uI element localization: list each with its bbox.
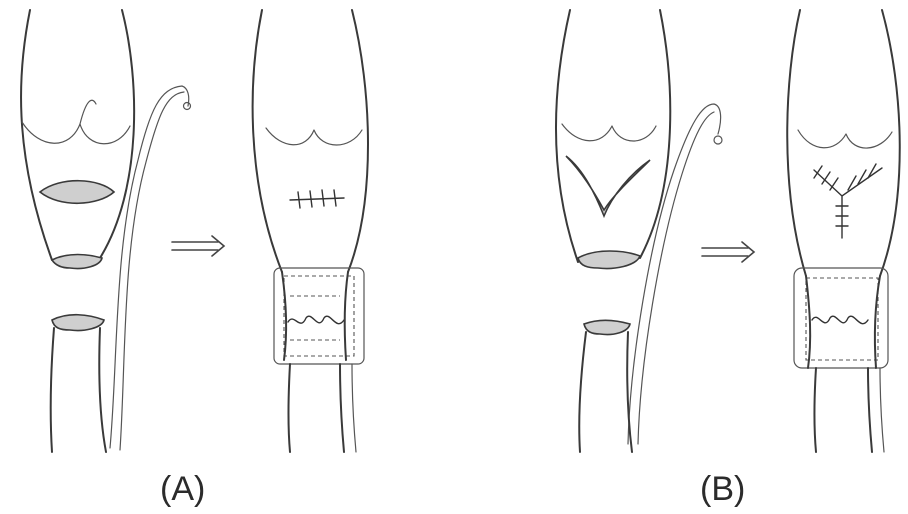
panel-a-stomach-before-right-wall <box>100 10 134 258</box>
panel-a-wrap-inner <box>284 276 354 356</box>
panel-b-after-tube <box>880 368 884 452</box>
panel-a-stomach-before-fold-tip <box>80 100 96 124</box>
panel-b-wrap-outer <box>794 268 888 368</box>
panel-b-anastomosis-suture <box>812 316 868 323</box>
panel-a-upper-cut-edge <box>52 255 102 269</box>
panel-a-wrap-dashes <box>290 296 340 340</box>
panel-a-lower-segment-left <box>51 328 54 452</box>
panel-b-lower-segment-left <box>579 332 586 452</box>
panel-a-after-lower-left <box>289 364 291 452</box>
panel-a-arrow-head <box>212 236 224 256</box>
panel-a-after-right-join <box>345 272 348 360</box>
panel-b-after-right-wall <box>880 10 900 276</box>
panel-b-after-lower-right <box>868 368 872 452</box>
panel-b-upper-cut-edge <box>578 251 640 269</box>
panel-a-lower-segment-before <box>51 315 106 452</box>
panel-b-stomach-before-right-wall <box>640 10 670 258</box>
panel-b-stomach-before <box>556 10 670 269</box>
panel-b-lower-cut-edge <box>584 320 630 334</box>
panel-b-after-fold <box>798 130 892 148</box>
panel-b-after-right-join <box>875 276 880 368</box>
panel-b-stomach-after <box>787 10 900 452</box>
panel-a-lower-cut-edge <box>52 315 104 331</box>
panel-b-y-suture-line <box>814 168 882 238</box>
panel-a: (A) <box>21 10 368 508</box>
panel-a-after-fold <box>266 128 362 145</box>
panel-b-after-lower-left <box>815 368 817 452</box>
panel-a-after-lower-right <box>340 364 344 452</box>
panel-a-label: (A) <box>160 470 205 508</box>
panel-b-y-suture-stitches <box>814 164 876 226</box>
panel-b-stomach-before-fold <box>562 124 656 141</box>
panel-a-stomach-before <box>21 10 134 269</box>
panel-b-wrap-inner <box>806 278 878 360</box>
panel-b-tube-line-2 <box>638 112 714 444</box>
panel-b-after-left-join <box>806 276 810 368</box>
panel-b-label: (B) <box>700 470 745 508</box>
panel-b-tube <box>628 104 722 444</box>
panel-b-v-incision <box>566 156 650 216</box>
panel-a-wrap-outer <box>274 268 364 364</box>
panel-a-tube-tip <box>184 103 191 110</box>
panel-a-tube-line-2 <box>120 92 184 450</box>
panel-a-after-tube <box>352 364 356 452</box>
panel-a-tube <box>110 86 191 450</box>
panel-b-lower-segment-before <box>579 320 632 452</box>
panel-b: (B) <box>556 10 900 508</box>
panel-a-lenticular-incision <box>40 181 114 204</box>
panel-b-arrow <box>702 242 754 262</box>
panel-a-tube-line-1 <box>110 86 189 448</box>
panel-b-after-left-wall <box>787 10 806 276</box>
panel-a-anastomosis-suture <box>288 316 344 323</box>
panel-b-tube-line-1 <box>628 104 721 444</box>
panel-a-stomach-before-left-wall <box>21 10 52 260</box>
panel-b-tube-tip <box>714 136 722 144</box>
panel-a-stomach-after <box>253 10 368 452</box>
panel-a-lower-segment-right <box>99 328 106 452</box>
panel-a-arrow <box>172 236 224 256</box>
panel-a-after-left-wall <box>253 10 282 272</box>
panel-a-stomach-before-fold <box>22 122 130 144</box>
panel-b-arrow-head <box>742 242 754 262</box>
